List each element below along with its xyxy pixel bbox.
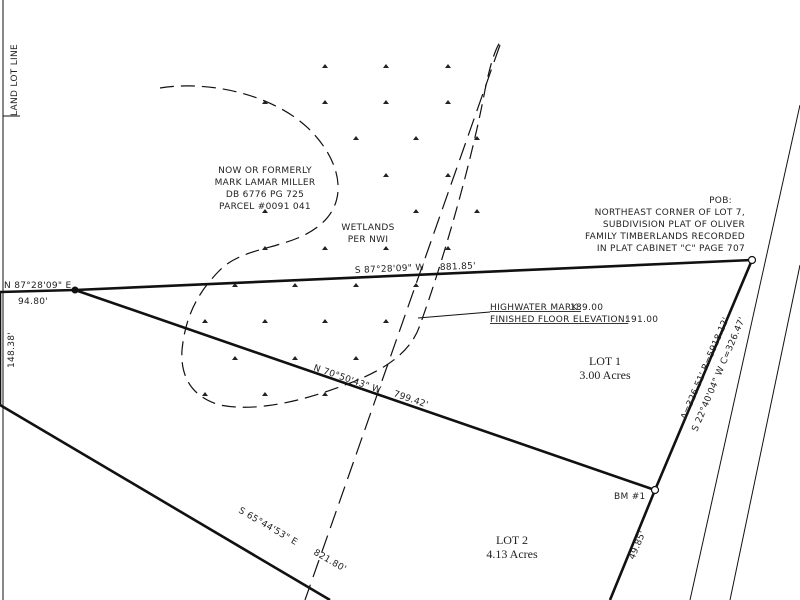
owner-note-line2: MARK LAMAR MILLER	[215, 178, 316, 188]
lot2-label: LOT 2 4.13 Acres	[486, 533, 538, 561]
lot1-area: 3.00 Acres	[579, 368, 631, 382]
east-boundary-line	[653, 259, 754, 491]
pob-line4: FAMILY TIMBERLANDS RECORDED	[585, 232, 745, 242]
lot2-distance: 821.80'	[312, 548, 348, 575]
owner-note-line3: DB 6776 PG 725	[226, 190, 304, 200]
pob-note: POB: NORTHEAST CORNER OF LOT 7, SUBDIVIS…	[585, 196, 745, 254]
row-line-outer	[729, 264, 800, 600]
wetlands-label: WETLANDS PER NWI	[341, 223, 394, 245]
wetlands-line2: PER NWI	[348, 235, 389, 245]
lot2-name: LOT 2	[496, 533, 528, 547]
highwater-value: 189.00	[570, 303, 603, 313]
east-boundary-lower-line	[608, 489, 657, 600]
pob-line1: POB:	[709, 196, 732, 206]
west-short-boundary-line	[0, 288, 76, 294]
elevation-note: HIGHWATER MARK: 189.00 FINISHED FLOOR EL…	[490, 303, 658, 325]
bm-marker	[650, 485, 660, 495]
owner-note-line1: NOW OR FORMERLY	[218, 166, 312, 176]
wetlands-line1: WETLANDS	[341, 223, 394, 233]
ffe-value: 191.00	[625, 315, 658, 325]
diagonal-boundary-line	[74, 288, 656, 492]
north-line-bearing: S 87°28'09" W	[355, 263, 425, 276]
west-short-distance: 94.80'	[18, 297, 48, 307]
diagonal-distance: 799.42'	[392, 389, 429, 410]
north-boundary-line	[74, 258, 753, 292]
owner-note: NOW OR FORMERLY MARK LAMAR MILLER DB 677…	[215, 166, 316, 212]
land-lot-line-label: LAND LOT LINE	[10, 44, 20, 116]
pob-line3: SUBDIVISION PLAT OF OLIVER	[603, 220, 745, 230]
west-short-bearing: N 87°28'09" E	[4, 281, 72, 291]
ffe-label: FINISHED FLOOR ELEVATION:	[490, 315, 628, 325]
pob-line5: IN PLAT CABINET "C" PAGE 707	[597, 244, 745, 254]
row-line-inner	[689, 104, 800, 600]
wetland-boundary	[159, 41, 501, 408]
dashed-diagonal-line	[304, 44, 501, 600]
lot1-name: LOT 1	[589, 354, 621, 368]
pob-line2: NORTHEAST CORNER OF LOT 7,	[595, 208, 745, 218]
lot2-boundary-line	[0, 403, 331, 600]
lot2-bearing: S 65°44'53" E	[237, 506, 300, 548]
elevation-leader-line	[417, 311, 491, 319]
benchmark-label: BM #1	[614, 492, 646, 502]
marsh-symbols	[202, 64, 480, 396]
lot1-label: LOT 1 3.00 Acres	[579, 354, 631, 382]
lot2-area: 4.13 Acres	[486, 547, 538, 561]
north-line-distance: 881.85'	[440, 261, 476, 273]
highwater-label: HIGHWATER MARK:	[490, 303, 581, 313]
corner-marker-west	[71, 286, 79, 294]
diagonal-bearing: N 70°50'43" W	[312, 363, 382, 395]
lower-curve-distance: 49.85'	[628, 530, 649, 562]
owner-note-line4: PARCEL #0091 041	[219, 202, 311, 212]
west-side-distance: 148.38'	[7, 332, 17, 368]
pob-marker	[747, 255, 757, 265]
